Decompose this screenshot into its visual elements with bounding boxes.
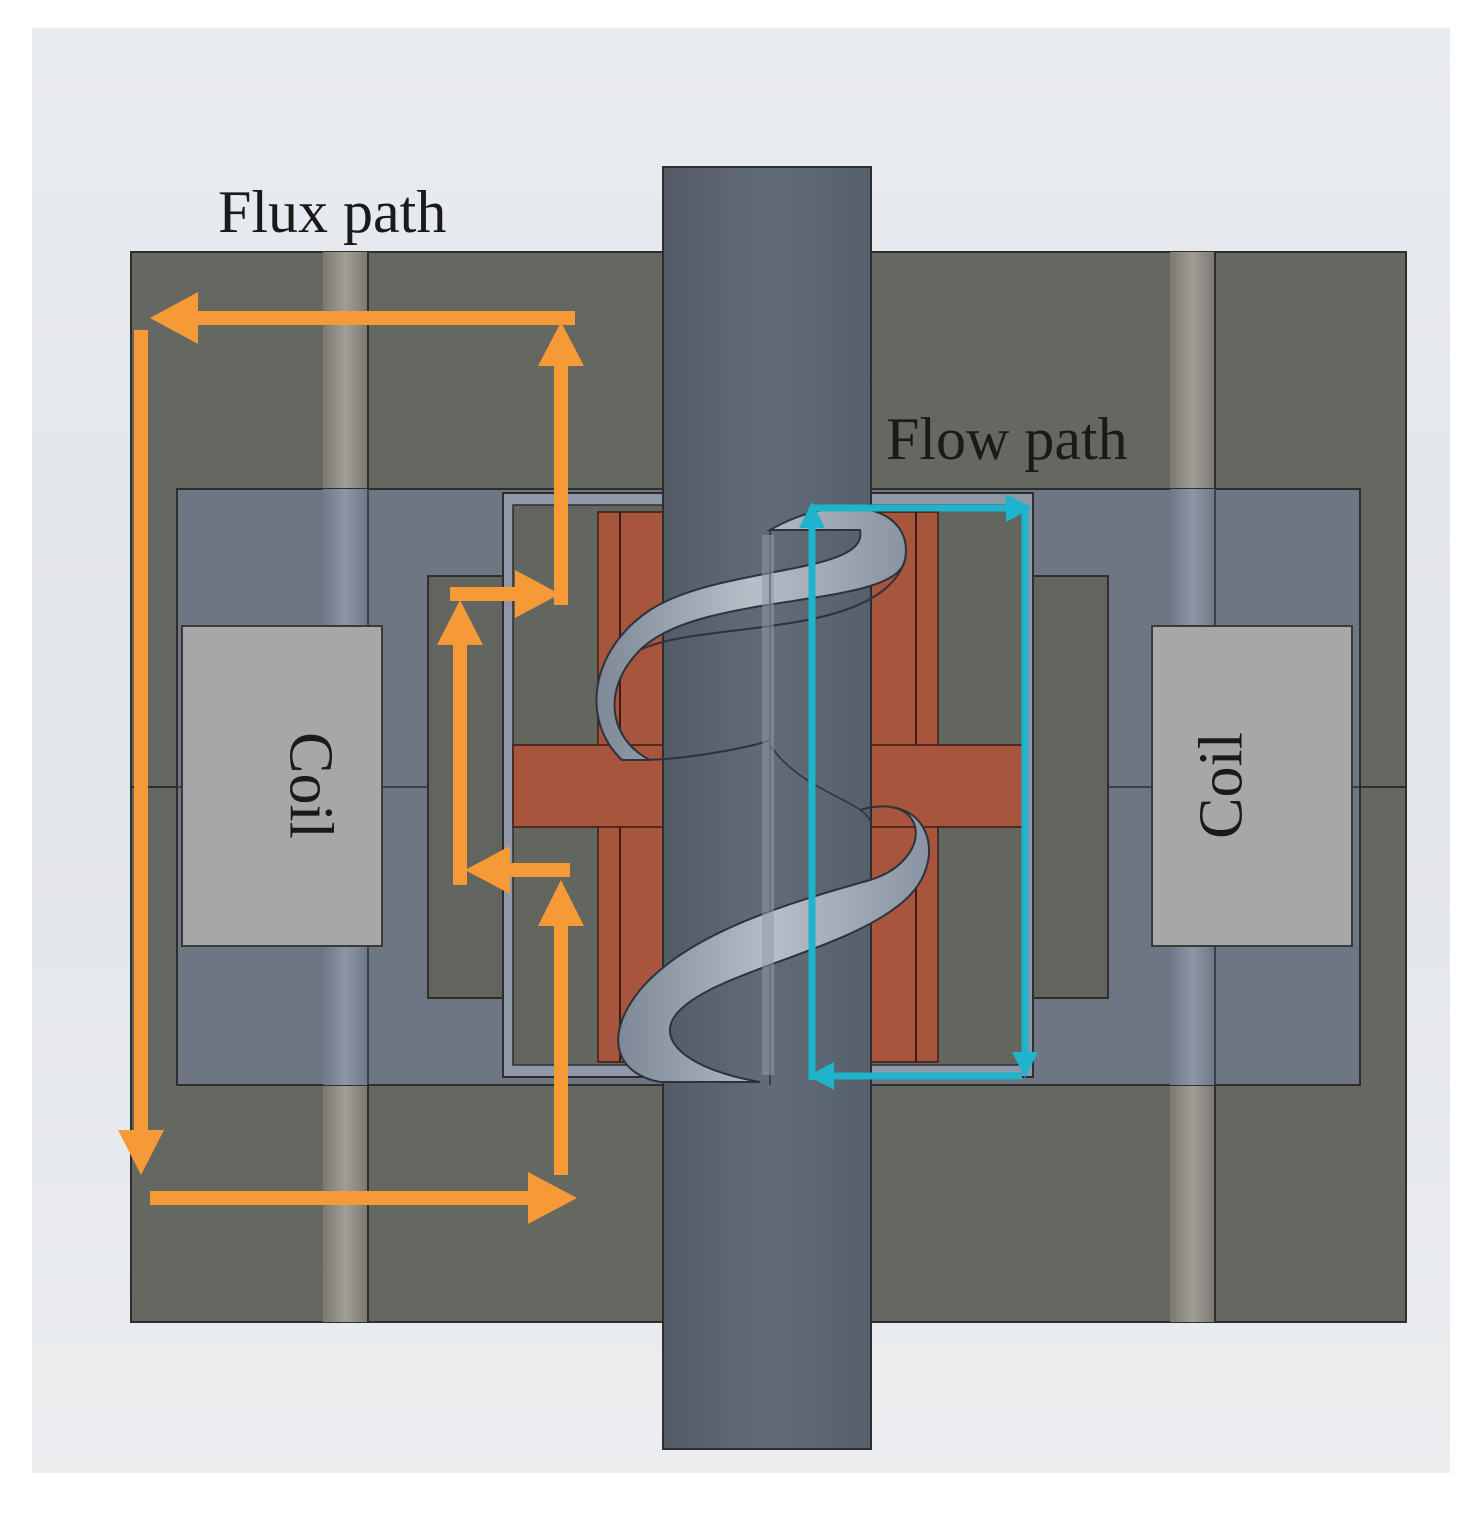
flow-path-label: Flow path [886,406,1128,472]
flux-path-label: Flux path [218,179,447,245]
coil-left [181,625,383,947]
inner-core-left [427,575,511,999]
helical-channel [595,506,930,1085]
coil-right [1151,625,1353,947]
flux-arrowheads [118,292,584,1224]
inner-core-right [1027,575,1109,999]
flow-arrowheads [799,494,1038,1090]
flow-path-arrows [808,504,1029,1080]
flux-path-arrows [134,311,575,1205]
coil-left-label: Coil [276,732,345,839]
copper-insert-right [869,511,1024,1063]
coil-right-label: Coil [1187,732,1256,839]
